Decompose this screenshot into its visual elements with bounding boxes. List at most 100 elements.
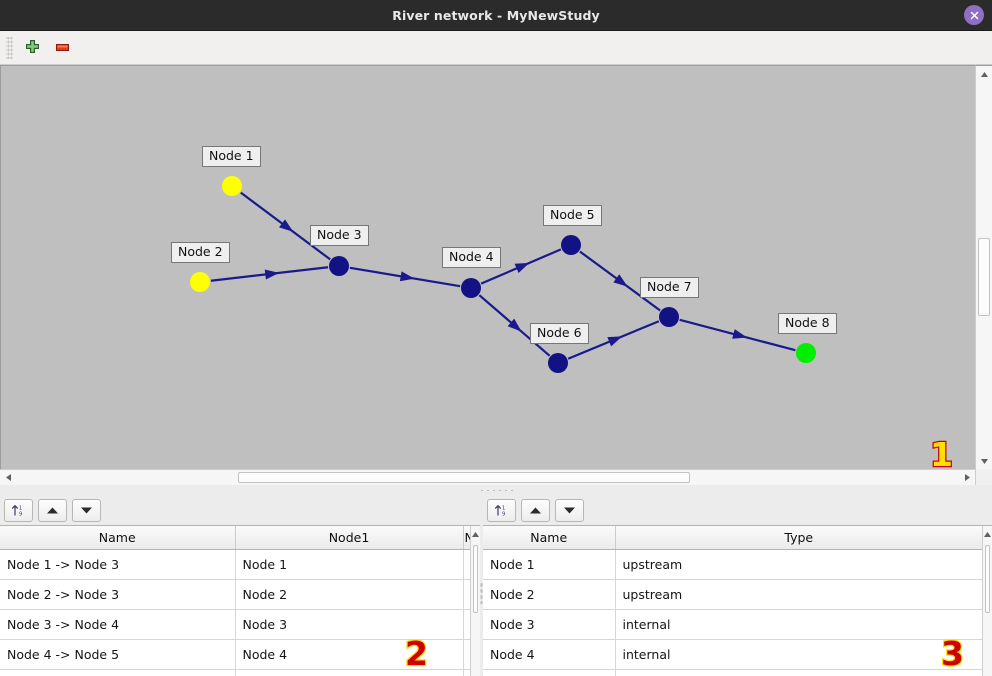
graph-node[interactable] bbox=[659, 307, 679, 327]
nodes-scroll-down-arrow-icon[interactable] bbox=[983, 674, 992, 676]
table-cell[interactable]: Node 3 bbox=[235, 609, 464, 640]
graph-node[interactable] bbox=[796, 343, 816, 363]
graph-node-label[interactable]: Node 8 bbox=[778, 313, 837, 334]
graph-node-label[interactable]: Node 7 bbox=[640, 277, 699, 298]
links-table-header-row: NameNode1Node2 bbox=[0, 526, 470, 550]
graph-node-label[interactable]: Node 1 bbox=[202, 146, 261, 167]
edge-arrow-icon bbox=[613, 274, 628, 287]
links-scroll-up-arrow-icon[interactable] bbox=[471, 526, 480, 542]
vertical-pane-splitter[interactable] bbox=[480, 495, 483, 676]
column-header[interactable]: Name bbox=[0, 526, 236, 550]
canvas-hscroll-thumb[interactable] bbox=[237, 472, 691, 483]
graph-node-label[interactable]: Node 6 bbox=[530, 323, 589, 344]
table-cell[interactable]: Node 3 -> Node 4 bbox=[0, 609, 236, 640]
svg-text:9: 9 bbox=[19, 511, 22, 517]
table-cell[interactable]: Node 4 bbox=[483, 639, 616, 670]
table-cell[interactable]: upstream bbox=[615, 579, 982, 610]
table-cell[interactable]: upstream bbox=[615, 549, 982, 580]
nodes-vscroll-track[interactable] bbox=[983, 542, 992, 674]
scroll-right-arrow-icon[interactable] bbox=[959, 470, 975, 485]
scroll-left-arrow-icon[interactable] bbox=[0, 470, 16, 485]
table-cell[interactable]: Node 1 bbox=[235, 549, 464, 580]
bottom-panes: 1 9 NameNode1Node2 Node 1 -> Node 3Node … bbox=[0, 495, 992, 676]
table-cell[interactable]: Node 3 bbox=[483, 609, 616, 640]
close-icon[interactable] bbox=[964, 5, 984, 25]
table-cell[interactable]: Node 1 -> Node 3 bbox=[0, 549, 236, 580]
links-scroll-down-arrow-icon[interactable] bbox=[471, 674, 480, 676]
graph-node[interactable] bbox=[222, 176, 242, 196]
nodes-move-up-button[interactable] bbox=[521, 498, 550, 522]
links-table-vertical-scrollbar[interactable] bbox=[470, 526, 480, 676]
nodes-move-down-button[interactable] bbox=[555, 498, 584, 522]
arrow-up-icon bbox=[47, 507, 58, 513]
sort-icon: 1 9 bbox=[495, 504, 505, 517]
table-cell[interactable]: internal bbox=[615, 639, 982, 670]
graph-node-label[interactable]: Node 3 bbox=[310, 225, 369, 246]
scroll-down-arrow-icon[interactable] bbox=[976, 453, 992, 469]
main-toolbar bbox=[0, 31, 992, 65]
table-cell[interactable]: Node 2 bbox=[483, 579, 616, 610]
graph-node-label[interactable]: Node 5 bbox=[543, 205, 602, 226]
links-move-up-button[interactable] bbox=[38, 498, 67, 522]
column-header[interactable]: Node1 bbox=[235, 526, 464, 550]
canvas-vscroll-track[interactable] bbox=[976, 82, 992, 453]
links-move-down-button[interactable] bbox=[72, 498, 101, 522]
table-cell[interactable]: Node 2 -> Node 3 bbox=[0, 579, 236, 610]
graph-node-label[interactable]: Node 4 bbox=[442, 247, 501, 268]
canvas-vscroll-thumb[interactable] bbox=[978, 237, 990, 316]
scroll-up-arrow-icon[interactable] bbox=[976, 66, 992, 82]
svg-text:9: 9 bbox=[502, 511, 505, 517]
canvas-vertical-scrollbar[interactable] bbox=[975, 65, 992, 469]
toolbar-grip[interactable] bbox=[6, 36, 13, 59]
edge-arrow-icon bbox=[607, 336, 623, 347]
table-cell[interactable]: Node 4 -> Node 5 bbox=[0, 639, 236, 670]
nodes-scroll-up-arrow-icon[interactable] bbox=[983, 526, 992, 542]
nodes-sort-button[interactable]: 1 9 bbox=[487, 498, 516, 522]
pane-splitter-grip bbox=[480, 582, 483, 604]
table-cell[interactable]: internal bbox=[615, 609, 982, 640]
links-vscroll-thumb[interactable] bbox=[473, 544, 478, 614]
column-header[interactable]: Name bbox=[483, 526, 616, 550]
graph-node[interactable] bbox=[329, 256, 349, 276]
table-cell[interactable]: Node 3 bbox=[463, 579, 470, 610]
table-cell[interactable]: Node 1 bbox=[483, 549, 616, 580]
table-filler-row bbox=[483, 669, 982, 676]
graph-node[interactable] bbox=[561, 235, 581, 255]
nodes-vscroll-thumb[interactable] bbox=[985, 544, 990, 614]
remove-node-button[interactable] bbox=[47, 34, 77, 62]
graph-node-label[interactable]: Node 2 bbox=[171, 242, 230, 263]
links-sort-button[interactable]: 1 9 bbox=[4, 498, 33, 522]
river-network-graph[interactable]: Node 1 Node 2 Node 3 Node 4 Node 5 Node 6 Node… bbox=[0, 65, 975, 469]
add-node-button[interactable] bbox=[17, 34, 47, 62]
table-cell[interactable]: Node 3 bbox=[463, 549, 470, 580]
table-cell[interactable]: Node 4 bbox=[463, 609, 470, 640]
table-cell[interactable]: Node 2 bbox=[235, 579, 464, 610]
graph-node[interactable] bbox=[461, 278, 481, 298]
plus-icon bbox=[25, 40, 39, 53]
graph-node[interactable] bbox=[548, 353, 568, 373]
canvas-hscroll-track[interactable] bbox=[16, 470, 959, 485]
nodes-table-vertical-scrollbar[interactable] bbox=[982, 526, 992, 676]
graph-node[interactable] bbox=[190, 272, 210, 292]
links-vscroll-track[interactable] bbox=[471, 542, 480, 674]
column-header[interactable]: Type bbox=[615, 526, 982, 550]
table-cell[interactable]: Node 4 bbox=[235, 639, 464, 670]
canvas-horizontal-scrollbar[interactable] bbox=[0, 469, 975, 485]
window-titlebar: River network - MyNewStudy bbox=[0, 0, 992, 31]
horizontal-splitter[interactable] bbox=[0, 485, 992, 495]
table-cell[interactable]: Node 5 bbox=[463, 639, 470, 670]
